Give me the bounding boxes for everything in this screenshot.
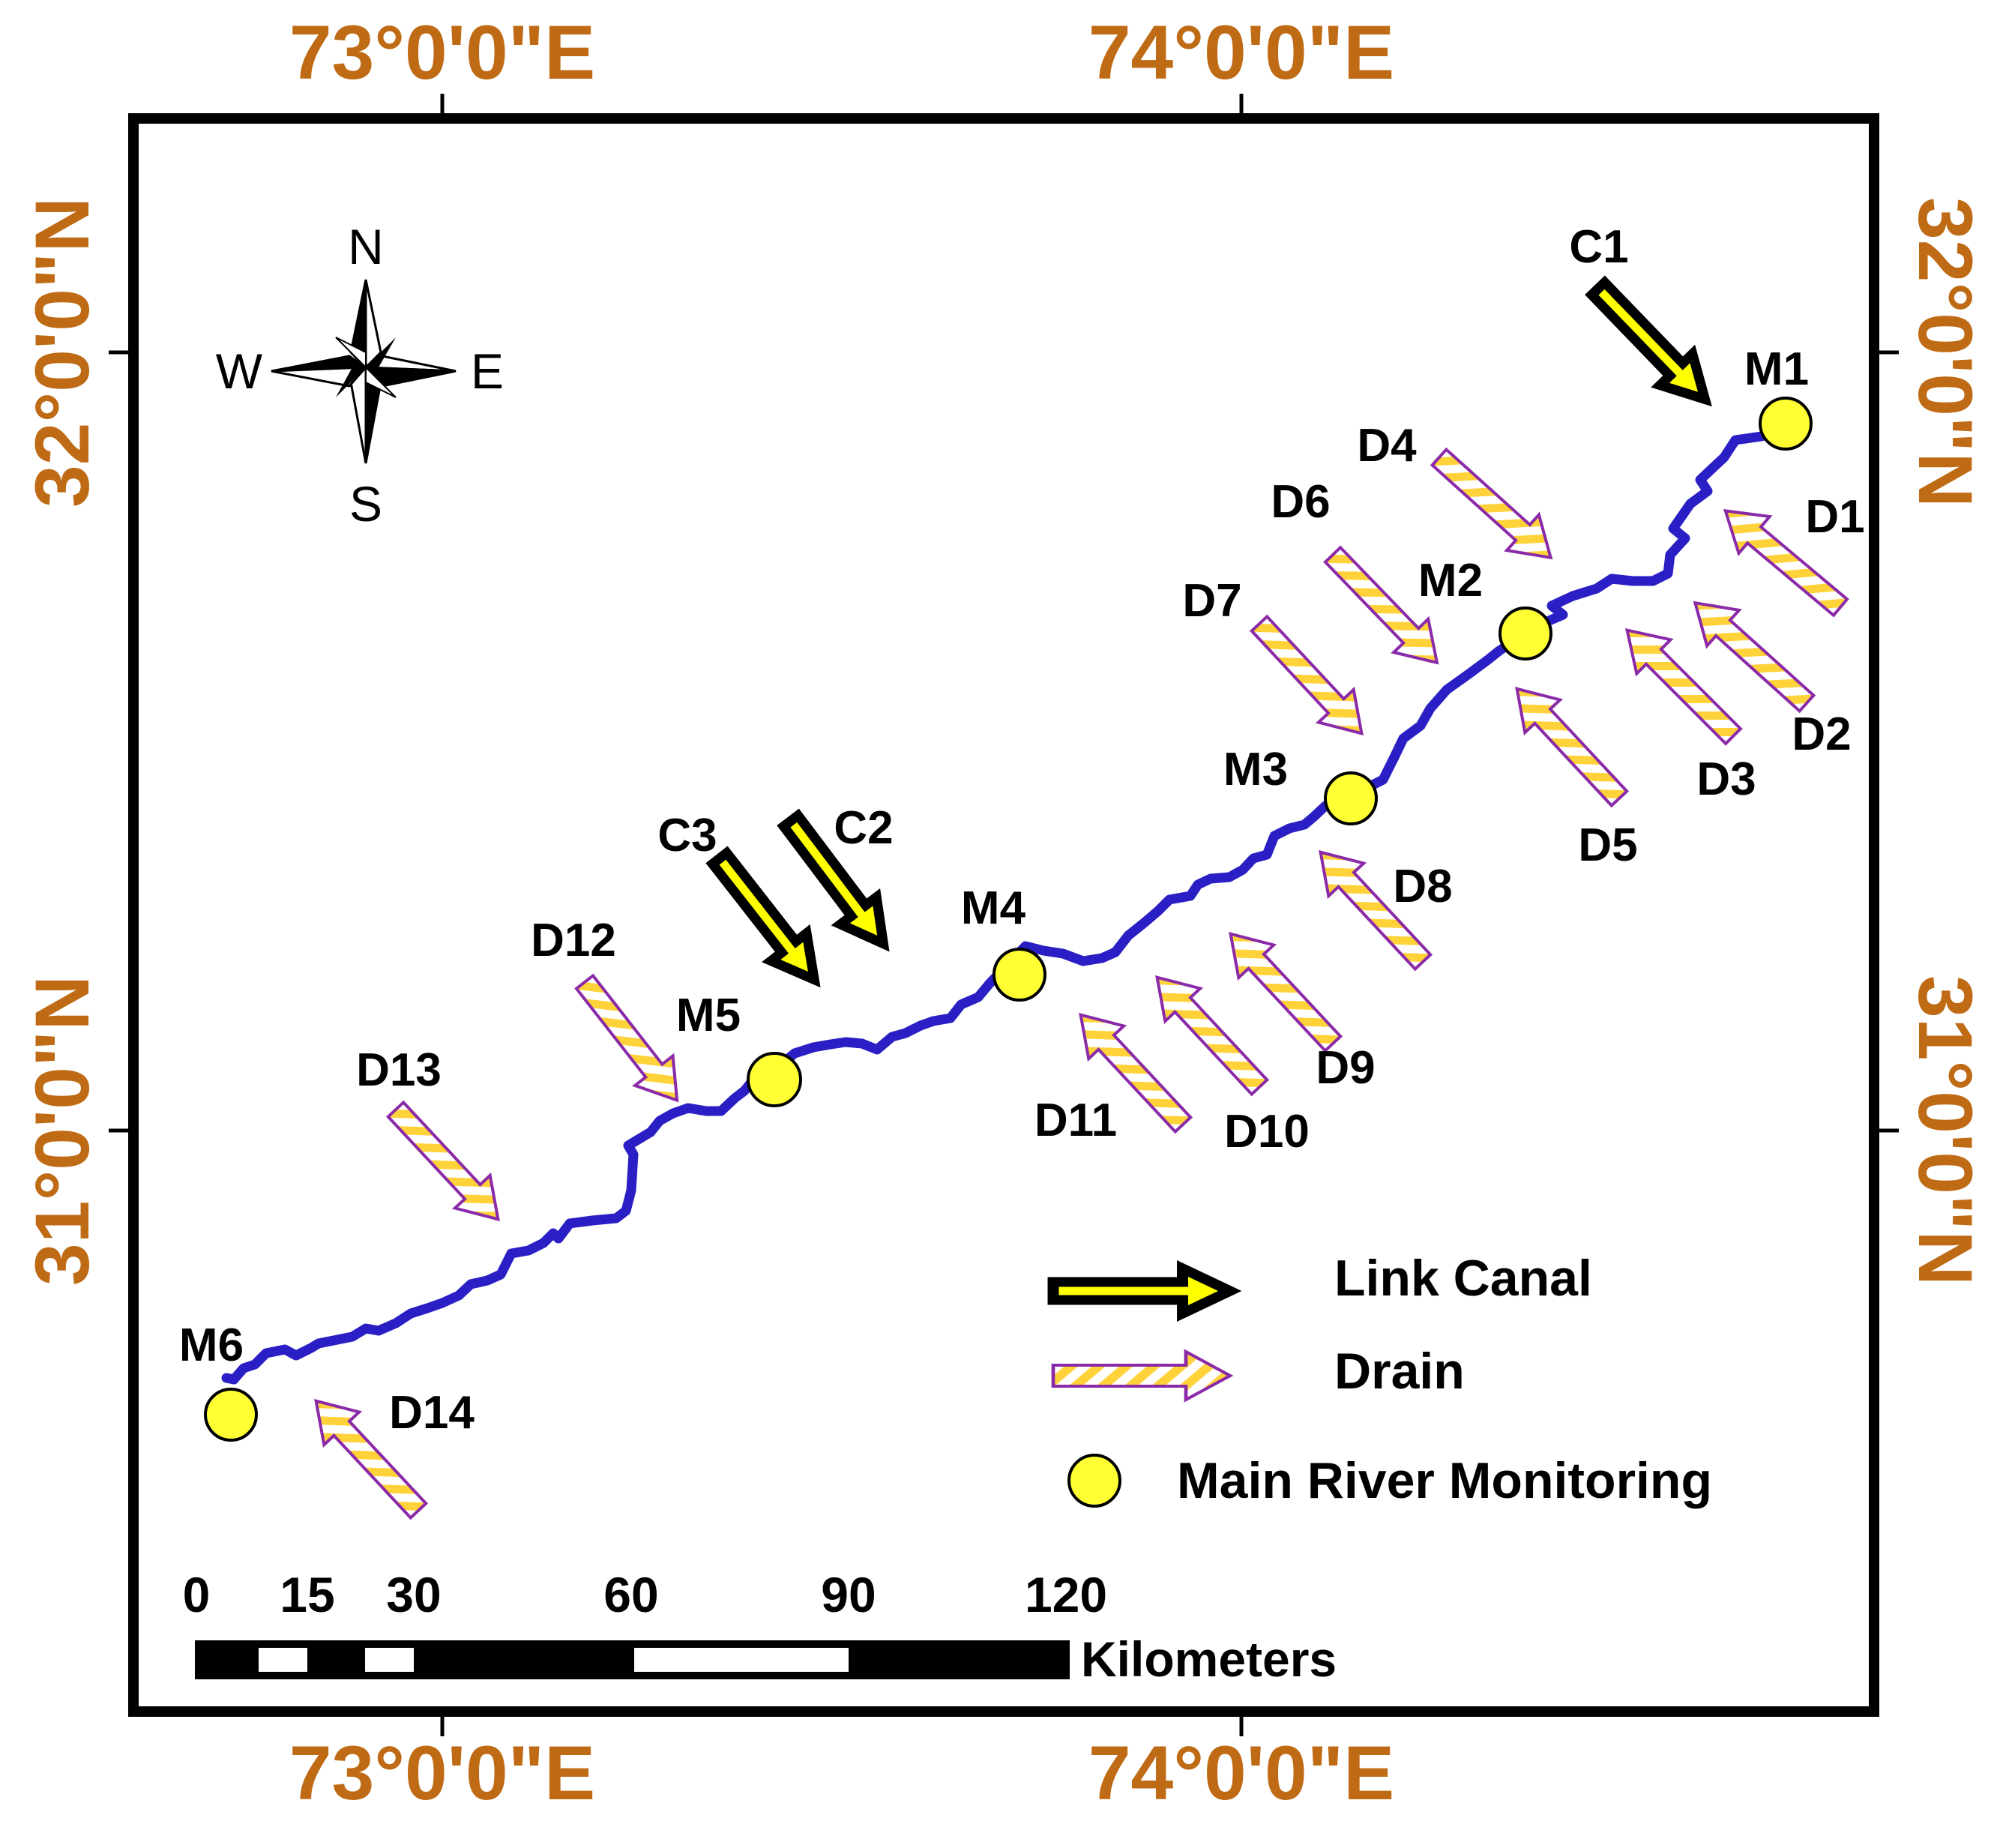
drain-label: D9: [1316, 1042, 1375, 1094]
drain-label: D11: [1034, 1095, 1117, 1146]
station-label: M2: [1418, 555, 1483, 607]
drain-label: D6: [1271, 476, 1330, 528]
legend: Link Canal Drain Main River Monitoring: [1053, 1250, 1712, 1509]
legend-monitoring-label: Main River Monitoring: [1177, 1452, 1712, 1509]
compass-north-label: N: [348, 219, 384, 274]
station-label: M4: [961, 882, 1026, 934]
canal-label: C3: [657, 810, 717, 861]
station-m6-marker: [204, 1388, 258, 1442]
station-label: M1: [1744, 343, 1809, 395]
scale-tick-label: 15: [280, 1567, 334, 1622]
drain-arrow-d9: [1211, 915, 1352, 1062]
station-label: M3: [1223, 744, 1288, 795]
canal-label: C1: [1569, 221, 1628, 273]
right-latitude-label: 31°0'0"N: [1903, 975, 1988, 1286]
canal-arrow-c1: [1582, 273, 1721, 415]
legend-canal-swatch: [1053, 1268, 1230, 1313]
drain-label: D10: [1224, 1106, 1310, 1158]
compass-west-label: W: [216, 343, 263, 399]
scale-tick-label: 0: [183, 1567, 211, 1622]
drain-label: D7: [1182, 575, 1241, 627]
drain-label: D4: [1357, 420, 1417, 472]
bottom-longitude-label: 73°0'0"E: [289, 1730, 595, 1816]
drain-label: D8: [1393, 861, 1452, 912]
legend-link-canal-label: Link Canal: [1334, 1250, 1592, 1307]
legend-drain-swatch: [1053, 1352, 1230, 1400]
left-latitude-label: 31°0'0"N: [19, 975, 105, 1286]
right-latitude-label: 32°0'0"N: [1903, 197, 1988, 508]
drain-arrow-d7: [1240, 606, 1381, 752]
scale-tick-label: 90: [821, 1567, 876, 1622]
compass-south-label: S: [349, 476, 382, 532]
compass-rose: [271, 279, 457, 464]
map-frame: [109, 94, 1899, 1736]
station-label: M5: [676, 990, 741, 1041]
drain-label: D3: [1696, 753, 1756, 805]
station-m2-marker: [1498, 607, 1552, 660]
drain-arrow-d10: [1138, 959, 1279, 1105]
drain-label: D5: [1578, 819, 1637, 871]
legend-monitoring-swatch: [1067, 1454, 1121, 1508]
canal-label: C2: [834, 802, 893, 854]
scale-tick-label: 60: [603, 1567, 658, 1622]
station-m4-marker: [993, 948, 1046, 1002]
left-latitude-label: 32°0'0"N: [19, 197, 105, 508]
station-m3-marker: [1324, 771, 1378, 825]
scale-unit-label: Kilometers: [1081, 1631, 1337, 1687]
scale-tick-label: 30: [386, 1567, 441, 1622]
scale-tick-label: 120: [1025, 1567, 1107, 1622]
drain-arrow-d5: [1498, 670, 1639, 816]
station-m5-marker: [747, 1052, 802, 1107]
station-label: M6: [179, 1319, 244, 1371]
drain-label: D14: [389, 1387, 475, 1439]
drain-arrow-d13: [376, 1092, 517, 1238]
top-longitude-label: 73°0'0"E: [289, 10, 595, 95]
drain-label: D13: [356, 1044, 442, 1096]
top-longitude-label: 74°0'0"E: [1088, 10, 1394, 95]
compass-east-label: E: [471, 343, 504, 399]
scale-bar: [195, 1640, 1070, 1679]
drain-label: D1: [1805, 491, 1864, 543]
legend-drain-label: Drain: [1334, 1343, 1465, 1400]
bottom-longitude-label: 74°0'0"E: [1088, 1730, 1394, 1816]
drain-label: D2: [1792, 708, 1851, 760]
drain-label: D12: [531, 915, 616, 966]
station-m1-marker: [1759, 397, 1813, 451]
